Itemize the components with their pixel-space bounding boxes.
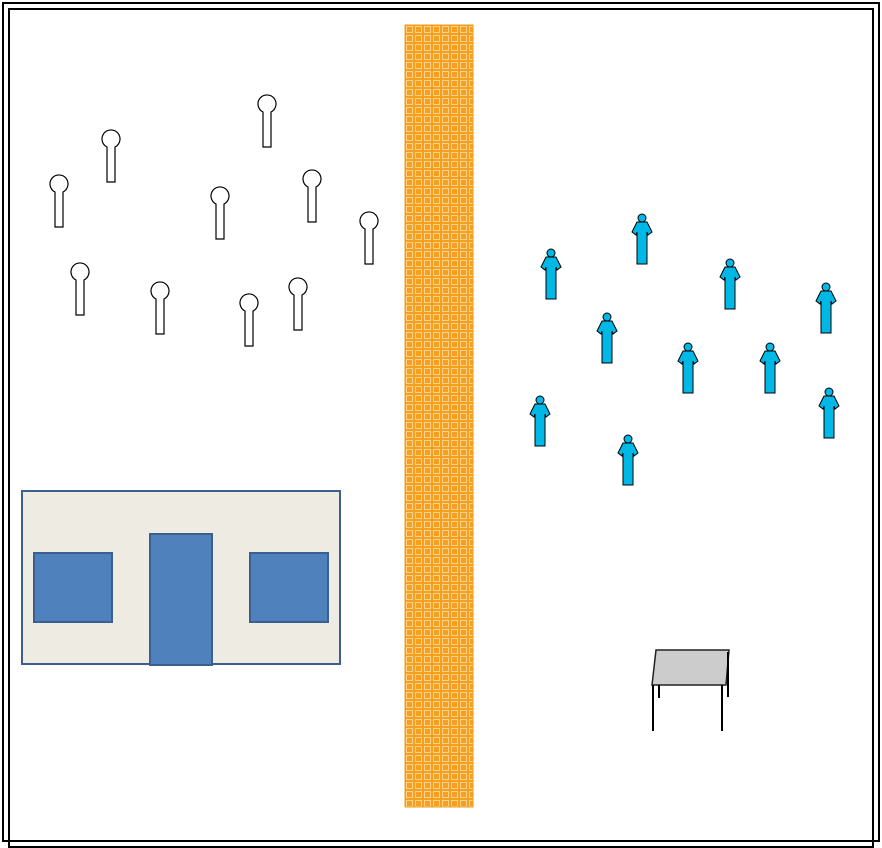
building-door [149, 533, 213, 666]
building-window-left [33, 552, 113, 623]
blue-person-icon [596, 312, 618, 364]
brick-wall [404, 24, 474, 808]
keyhole-person-icon [288, 277, 308, 331]
blue-person-icon [617, 434, 639, 486]
keyhole-person-icon [70, 262, 90, 316]
blue-person-icon [759, 342, 781, 394]
keyhole-person-icon [302, 169, 322, 223]
keyhole-person-icon [359, 211, 379, 265]
table [651, 649, 730, 731]
table-top [651, 649, 730, 686]
blue-person-icon [719, 258, 741, 310]
blue-person-icon [677, 342, 699, 394]
keyhole-person-icon [101, 129, 121, 183]
right-group [529, 213, 840, 486]
keyhole-person-icon [257, 94, 277, 148]
blue-person-icon [540, 248, 562, 300]
blue-person-icon [815, 282, 837, 334]
building [21, 490, 341, 666]
blue-person-icon [631, 213, 653, 265]
left-group [49, 94, 379, 347]
keyhole-person-icon [49, 174, 69, 228]
keyhole-person-icon [150, 281, 170, 335]
keyhole-person-icon [210, 186, 230, 240]
blue-person-icon [529, 395, 551, 447]
keyhole-person-icon [239, 293, 259, 347]
blue-person-icon [818, 387, 840, 439]
building-window-right [249, 552, 329, 623]
